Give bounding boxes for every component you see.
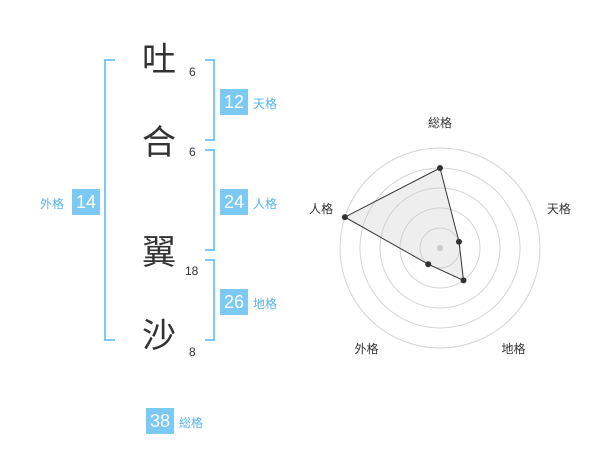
- gaikaku-value-badge: 14: [72, 189, 100, 215]
- radar-point-3: [460, 277, 467, 284]
- gaikaku-label: 外格: [40, 197, 65, 211]
- radar-grid-ring-5: [339, 147, 541, 349]
- soukaku-label: 総格: [179, 416, 204, 430]
- stroke-count-2: 6: [189, 145, 196, 159]
- gaikaku-bracket: [104, 59, 115, 341]
- stroke-count-3: 18: [185, 264, 199, 278]
- jinkaku-value-badge: 24: [220, 189, 248, 215]
- radar-axis-label-jinkaku: 人格: [309, 202, 334, 217]
- radar-axis-label-tenkaku: 天格: [546, 202, 571, 217]
- stroke-count-1: 6: [189, 65, 196, 79]
- name-char-2: 合: [142, 123, 176, 163]
- jinkaku-label: 人格: [253, 197, 278, 211]
- radar-axis-label-chikaku: 地格: [501, 342, 526, 357]
- radar-point-5: [341, 214, 348, 221]
- radar-grid-ring-3: [379, 187, 501, 309]
- name-char-4: 沙: [142, 316, 176, 356]
- chikaku-bracket: [205, 259, 215, 341]
- tenkaku-value-badge: 12: [220, 89, 248, 115]
- radar-data-area: [343, 167, 465, 282]
- jinkaku-bracket: [205, 149, 215, 251]
- soukaku-value-badge: 38: [146, 408, 174, 434]
- radar-center-dot: [437, 245, 443, 251]
- tenkaku-bracket: [205, 59, 215, 141]
- tenkaku-label: 天格: [253, 97, 278, 111]
- name-char-3: 翼: [142, 233, 176, 273]
- chikaku-value-badge: 26: [220, 289, 248, 315]
- stroke-count-4: 8: [189, 345, 196, 359]
- radar-point-2: [456, 238, 462, 245]
- chikaku-label: 地格: [253, 297, 278, 311]
- radar-point-1: [437, 165, 443, 171]
- radar-axis-label-gaikaku: 外格: [354, 342, 379, 357]
- name-char-1: 吐: [142, 40, 176, 80]
- radar-point-4: [425, 261, 432, 268]
- radar-axis-label-soukaku: 総格: [428, 116, 453, 130]
